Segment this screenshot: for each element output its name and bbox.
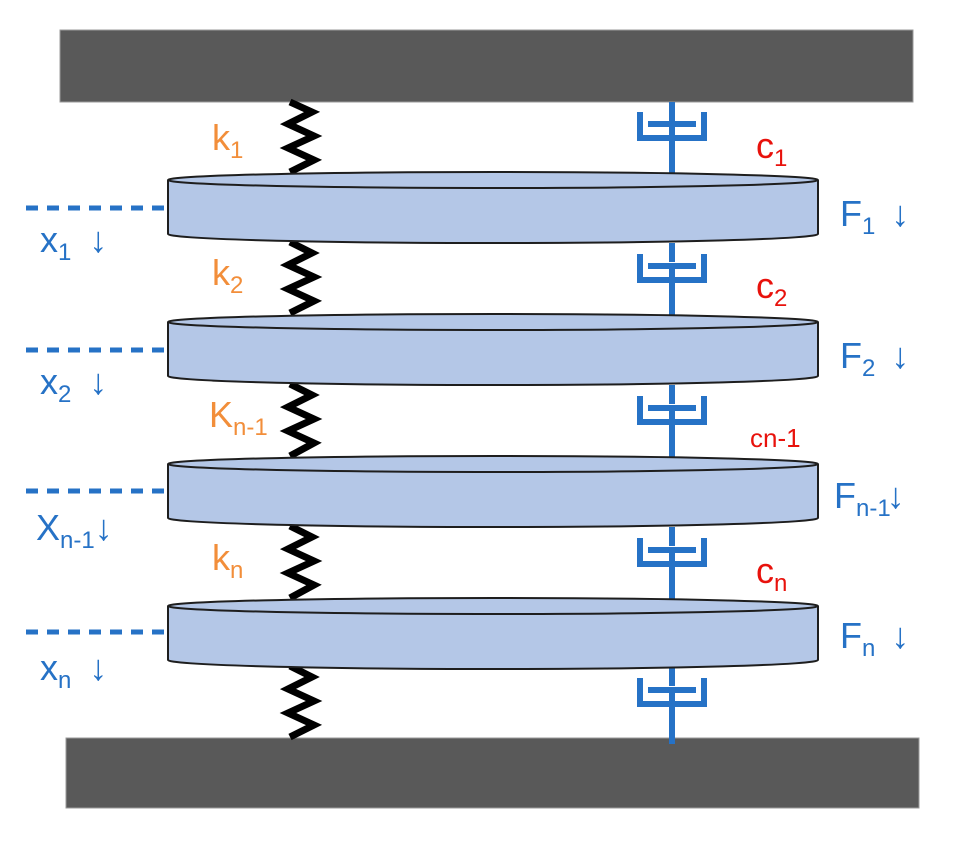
force-label-n: Fn↓: [840, 615, 909, 662]
spring-label-2: k2: [212, 252, 243, 299]
spring-1: [279, 98, 323, 176]
displacement-label-n-1: Xn-1↓: [36, 507, 113, 554]
down-arrow-icon: ↓: [891, 335, 909, 376]
spring-n-1: [279, 380, 323, 460]
spring-label-n: kn: [212, 537, 243, 584]
damper-label-n-1: cn-1: [750, 423, 801, 453]
spring-bottom: [279, 662, 323, 741]
down-arrow-icon: ↓: [95, 507, 113, 548]
spring-label-n-1: Kn-1: [209, 394, 268, 441]
spring-2: [279, 238, 323, 317]
mass-n-1: [167, 455, 819, 528]
damper-label-1: c1: [756, 125, 787, 172]
force-label-1: F1↓: [840, 193, 909, 240]
damper-1: [637, 102, 707, 178]
down-arrow-icon: ↓: [89, 647, 107, 688]
damper-bottom: [637, 667, 707, 744]
top-wall: [59, 29, 914, 103]
displacement-label-1: x1↓: [40, 219, 107, 266]
damper-label-2: c2: [756, 265, 787, 312]
damper-2: [637, 243, 707, 320]
mass-2: [167, 313, 819, 386]
spring-label-1: k1: [212, 117, 243, 164]
force-label-2: F2↓: [840, 335, 909, 382]
down-arrow-icon: ↓: [887, 475, 905, 516]
mass-n: [167, 597, 819, 670]
force-label-n-1: Fn-1↓: [834, 475, 905, 522]
down-arrow-icon: ↓: [89, 361, 107, 402]
displacement-label-2: x2↓: [40, 361, 107, 408]
down-arrow-icon: ↓: [891, 193, 909, 234]
spring-n: [279, 522, 323, 602]
bottom-wall: [65, 737, 920, 809]
mass-1: [167, 171, 819, 244]
down-arrow-icon: ↓: [89, 219, 107, 260]
damper-label-n: cn: [756, 550, 787, 597]
damper-n: [637, 527, 707, 604]
damper-n-1: [637, 385, 707, 462]
displacement-label-n: xn↓: [40, 647, 107, 694]
down-arrow-icon: ↓: [891, 615, 909, 656]
